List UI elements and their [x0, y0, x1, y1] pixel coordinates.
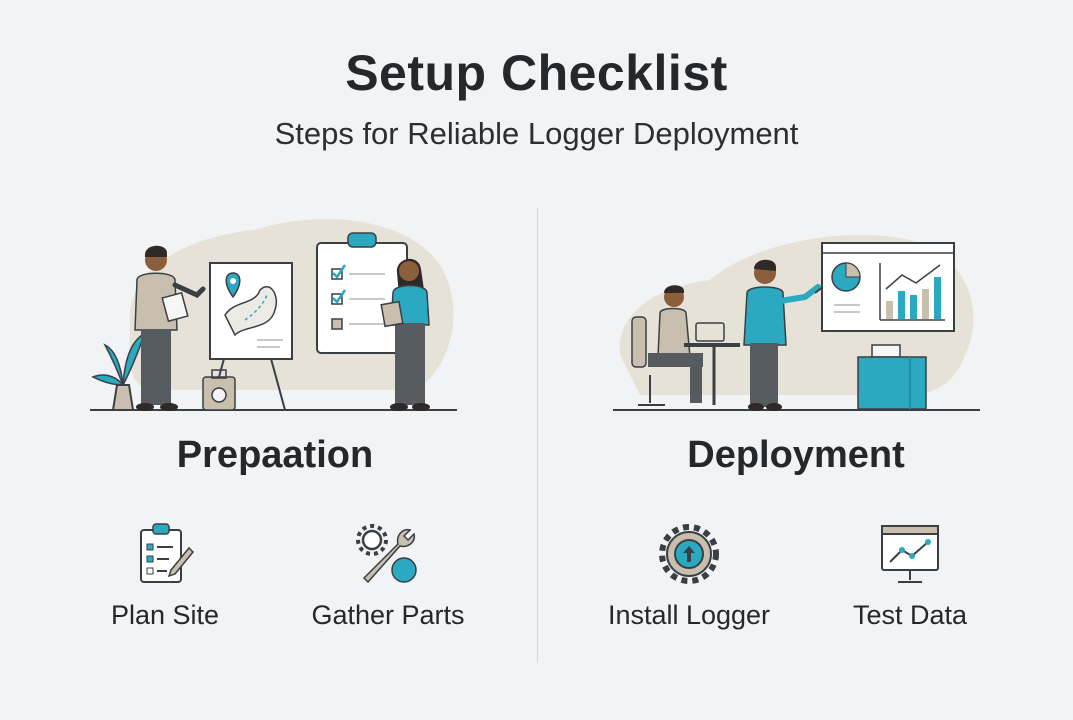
step-plan-site: Plan Site: [85, 522, 245, 631]
camera-case: [202, 369, 236, 411]
step-test-data: Test Data: [830, 522, 990, 631]
step-gather-parts: Gather Parts: [298, 522, 478, 631]
step-label: Plan Site: [110, 600, 220, 630]
section-title-preparation: Prepaation: [176, 434, 374, 476]
step-install-logger: Install Logger: [590, 522, 788, 631]
page-subtitle: Steps for Reliable Logger Deployment: [274, 116, 799, 151]
map-board: [209, 262, 293, 411]
person-with-clipboard: [380, 258, 430, 411]
gear-wrench-icon: [356, 524, 417, 584]
section-divider: [537, 208, 538, 663]
monitor-chart-icon: [881, 525, 939, 583]
presenter: [743, 259, 829, 411]
step-label: Test Data: [852, 600, 968, 630]
seated-person: [631, 285, 740, 406]
person-with-tablet: [134, 245, 206, 411]
logger-box: [857, 344, 927, 410]
page-title: Setup Checklist: [345, 45, 728, 101]
step-label: Install Logger: [607, 600, 771, 630]
preparation-illustration: [90, 219, 457, 411]
deployment-illustration: [613, 234, 980, 411]
gear-upload-icon: [659, 524, 719, 584]
dashboard-screen: [821, 242, 955, 332]
clipboard-checklist-icon: [140, 523, 195, 583]
step-label: Gather Parts: [311, 600, 465, 630]
section-title-deployment: Deployment: [687, 434, 905, 476]
